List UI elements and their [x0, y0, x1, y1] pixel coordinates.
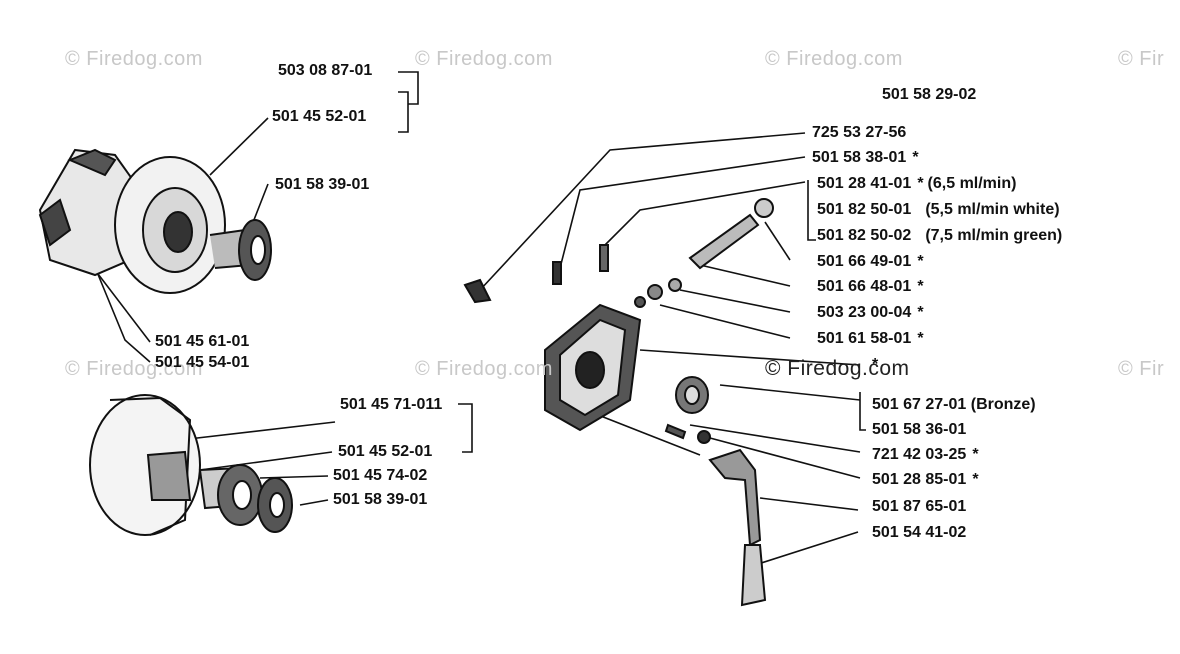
part-label: 501 45 61-01 — [155, 333, 250, 350]
leader-bracket — [807, 180, 816, 241]
leader-line — [299, 499, 329, 506]
part-label: 501 58 36-01 — [872, 421, 967, 438]
part-label: 501 45 71-011 — [340, 396, 443, 413]
leader-line — [754, 531, 859, 566]
part-label: 501 67 27-01 (Bronze) — [872, 396, 1036, 413]
clutch-drum-lower — [89, 394, 293, 536]
part-label: 501 45 54-01 — [155, 354, 250, 371]
leader-line — [759, 497, 859, 511]
leader-line — [199, 451, 333, 471]
part-label: 725 53 27-56 — [812, 124, 907, 141]
watermark: © Firedog.com — [65, 358, 203, 380]
leader-line — [89, 254, 151, 363]
watermark: © Firedog.com — [765, 48, 903, 70]
part-label: 503 23 00-04* — [817, 304, 924, 321]
leader-line — [259, 475, 329, 479]
part-label: 501 87 65-01 — [872, 498, 967, 515]
part-label: 721 42 03-25* — [872, 446, 979, 463]
leader-line — [179, 421, 336, 441]
leader-line — [709, 437, 861, 479]
part-label: 501 45 52-01 — [338, 443, 433, 460]
part-label: 501 82 50-02(7,5 ml/min green) — [817, 227, 1063, 244]
assembly-label: 501 58 29-02 — [882, 86, 977, 103]
part-label: 501 58 39-01 — [275, 176, 370, 193]
watermark: © Fir — [1118, 48, 1165, 70]
leader-line — [559, 156, 806, 269]
watermark: © Firedog.com — [415, 358, 553, 380]
watermark: © Firedog.com — [65, 48, 203, 70]
watermark: © Fir — [1118, 358, 1165, 380]
leader-line — [458, 403, 473, 453]
leader-line — [398, 71, 419, 105]
part-label: 503 08 87-01 — [278, 62, 373, 79]
watermark: © Firedog.com — [415, 48, 553, 70]
leader-line — [719, 384, 861, 401]
leader-line — [94, 269, 151, 343]
leader-bracket — [859, 392, 866, 431]
leader-line — [699, 264, 791, 287]
leader-line — [604, 181, 806, 246]
watermark: © Firedog.com — [765, 357, 910, 380]
part-label: 501 45 52-01 — [272, 108, 367, 125]
leader-line — [689, 424, 861, 453]
oil-pump-assembly — [463, 198, 774, 607]
leader-line — [398, 91, 409, 133]
part-label: 501 58 39-01 — [333, 491, 428, 508]
part-label: 501 28 41-01*(6,5 ml/min) — [817, 175, 1017, 192]
part-label: 501 66 48-01* — [817, 278, 924, 295]
leader-line — [209, 117, 269, 176]
clutch-assembly-upper — [38, 148, 272, 294]
star-marker: * — [872, 356, 879, 373]
leader-line — [479, 132, 806, 291]
leader-line — [764, 221, 791, 261]
part-label: 501 66 49-01* — [817, 253, 924, 270]
part-label: 501 82 50-01(5,5 ml/min white) — [817, 201, 1060, 218]
part-label: 501 45 74-02 — [333, 467, 428, 484]
part-label: 501 54 41-02 — [872, 524, 967, 541]
part-label: 501 61 58-01* — [817, 330, 924, 347]
leader-line — [659, 304, 791, 339]
part-label: 501 58 38-01* — [812, 149, 919, 166]
leader-line — [679, 289, 791, 313]
leader-line — [639, 349, 861, 366]
part-label: 501 28 85-01* — [872, 471, 979, 488]
